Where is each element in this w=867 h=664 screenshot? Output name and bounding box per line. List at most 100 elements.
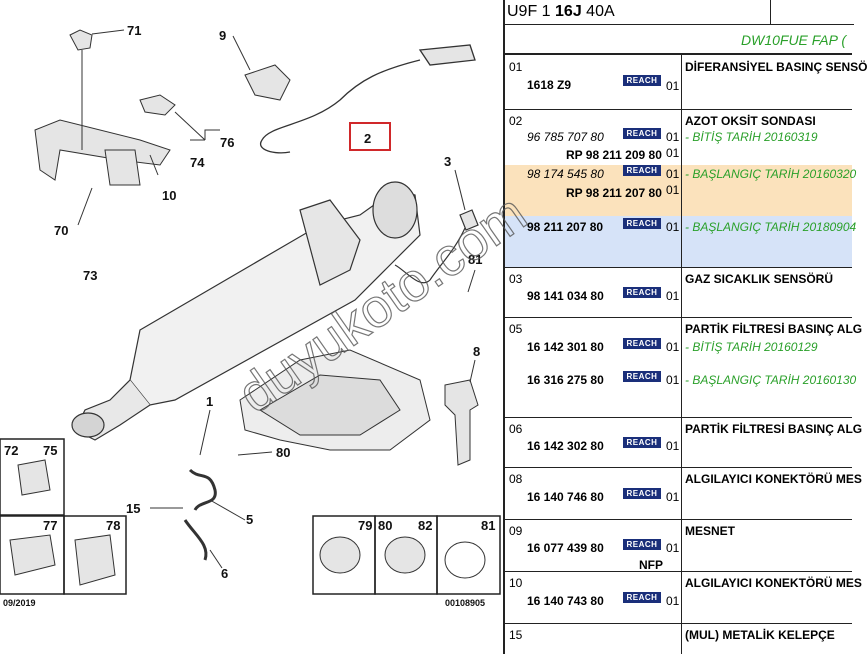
inset-label-82: 82: [418, 518, 432, 533]
row-index: 05: [509, 322, 523, 336]
table-row[interactable]: [505, 268, 852, 318]
heat-shield: [239, 349, 431, 451]
model-code-b: 16J: [555, 3, 582, 20]
end-date-note: - BİTİŞ TARİH 20160319: [685, 130, 818, 144]
part-number[interactable]: 16 140 743 80: [527, 594, 604, 608]
part-number[interactable]: 16 142 302 80: [527, 439, 604, 453]
row-index: 10: [509, 576, 523, 590]
inset-label-72: 72: [4, 443, 18, 458]
reach-badge: REACH: [623, 338, 661, 349]
inset-label-77: 77: [43, 518, 57, 533]
inset-label-80b: 80: [378, 518, 392, 533]
quantity: 01: [666, 146, 680, 160]
part-number[interactable]: 16 077 439 80: [527, 541, 604, 555]
model-code-a: U9F 1: [507, 3, 556, 20]
callout-8: 8: [473, 344, 480, 359]
quantity: 01: [666, 373, 680, 387]
part-number[interactable]: RP 98 211 207 80: [566, 186, 662, 200]
part-number[interactable]: RP 98 211 209 80: [566, 148, 662, 162]
quantity: 01: [666, 541, 680, 555]
table-row[interactable]: [505, 572, 852, 624]
exploded-parts-diagram: 71 9 76 74 10 70 73 2 3 81 8 1 80 15 5 6…: [0, 23, 501, 608]
table-row[interactable]: [505, 55, 852, 110]
inset-label-75: 75: [43, 443, 57, 458]
ref-code: 00108905: [445, 598, 485, 608]
part-description: ALGILAYICI KONEKTÖRÜ MES: [685, 472, 862, 486]
start-date-note: - BAŞLANGIÇ TARİH 20160130: [685, 373, 857, 387]
reach-badge: REACH: [623, 218, 661, 229]
row-index: 01: [509, 60, 523, 74]
model-header: U9F 1 16J 40A: [505, 0, 854, 25]
nox-sensor-wire: [259, 44, 476, 154]
part-number[interactable]: 1618 Z9: [527, 78, 572, 92]
reach-badge: REACH: [623, 592, 661, 603]
part-number[interactable]: 96 785 707 80: [527, 130, 604, 144]
part-description: ALGILAYICI KONEKTÖRÜ MES: [685, 576, 862, 590]
callout-10: 10: [162, 188, 176, 203]
callout-73: 73: [83, 268, 97, 283]
part-number[interactable]: 16 316 275 80: [527, 373, 604, 387]
row-index: 15: [509, 628, 523, 642]
quantity: 01: [666, 167, 680, 181]
parts-table: U9F 1 16J 40A DW10FUE FAP ( 01 DİFERANSİ…: [503, 0, 867, 654]
part-number[interactable]: 16 142 301 80: [527, 340, 604, 354]
quantity: 01: [666, 220, 680, 234]
part-description: GAZ SICAKLIK SENSÖRÜ: [685, 272, 834, 286]
part-number[interactable]: 98 211 207 80: [527, 220, 604, 234]
callout-71: 71: [127, 23, 141, 38]
reach-badge: REACH: [623, 75, 661, 86]
quantity: 01: [666, 183, 680, 197]
inset-left: [0, 438, 127, 595]
sensor-pipes: [183, 468, 217, 561]
row-index: 08: [509, 472, 523, 486]
part-description: DİFERANSİYEL BASINÇ SENSÖ: [685, 60, 867, 74]
row-index: 06: [509, 422, 523, 436]
start-date-note: - BAŞLANGIÇ TARİH 20160320: [685, 167, 857, 181]
table-row[interactable]: [505, 318, 852, 418]
temp-sensor-wire: [394, 209, 479, 284]
table-row[interactable]: [505, 520, 852, 572]
callout-80: 80: [276, 445, 290, 460]
reach-badge: REACH: [623, 488, 661, 499]
table-row[interactable]: [505, 110, 852, 268]
bracket-9: [244, 64, 291, 101]
quantity: 01: [666, 289, 680, 303]
quantity: 01: [666, 130, 680, 144]
reach-badge: REACH: [623, 287, 661, 298]
model-code-c: 40A: [581, 3, 615, 20]
callout-3: 3: [444, 154, 451, 169]
highlight-band-orange: [505, 165, 852, 216]
part-number[interactable]: 98 141 034 80: [527, 289, 604, 303]
bracket-8: [444, 379, 479, 466]
reach-badge: REACH: [623, 165, 661, 176]
quantity: 01: [666, 79, 680, 93]
quantity: 01: [666, 340, 680, 354]
part-description: AZOT OKSİT SONDASI: [685, 114, 816, 128]
part-description: (MUL) METALİK KELEPÇE: [685, 628, 835, 642]
reach-badge: REACH: [623, 539, 661, 550]
table-row[interactable]: [505, 418, 852, 468]
callout-74: 74: [190, 155, 205, 170]
callout-5: 5: [246, 512, 253, 527]
inset-right: [312, 515, 501, 595]
part-description: PARTİK FİLTRESİ BASINÇ ALG: [685, 322, 863, 336]
part-description: PARTİK FİLTRESİ BASINÇ ALG: [685, 422, 863, 436]
dpf-canister: [71, 181, 421, 441]
part-number[interactable]: 16 140 746 80: [527, 490, 604, 504]
callout-9: 9: [219, 28, 226, 43]
row-index: 02: [509, 114, 523, 128]
inset-label-81b: 81: [481, 518, 495, 533]
quantity: 01: [666, 594, 680, 608]
part-number[interactable]: 98 174 545 80: [527, 167, 604, 181]
reach-badge: REACH: [623, 371, 661, 382]
reach-badge: REACH: [623, 437, 661, 448]
quantity: 01: [666, 490, 680, 504]
end-date-note: - BİTİŞ TARİH 20160129: [685, 340, 818, 354]
callout-2-box: [349, 122, 391, 151]
row-index: 09: [509, 524, 523, 538]
callout-81: 81: [468, 252, 482, 267]
reach-badge: REACH: [623, 128, 661, 139]
part-description: MESNET: [685, 524, 736, 538]
callout-6: 6: [221, 566, 228, 581]
table-row[interactable]: [505, 468, 852, 520]
